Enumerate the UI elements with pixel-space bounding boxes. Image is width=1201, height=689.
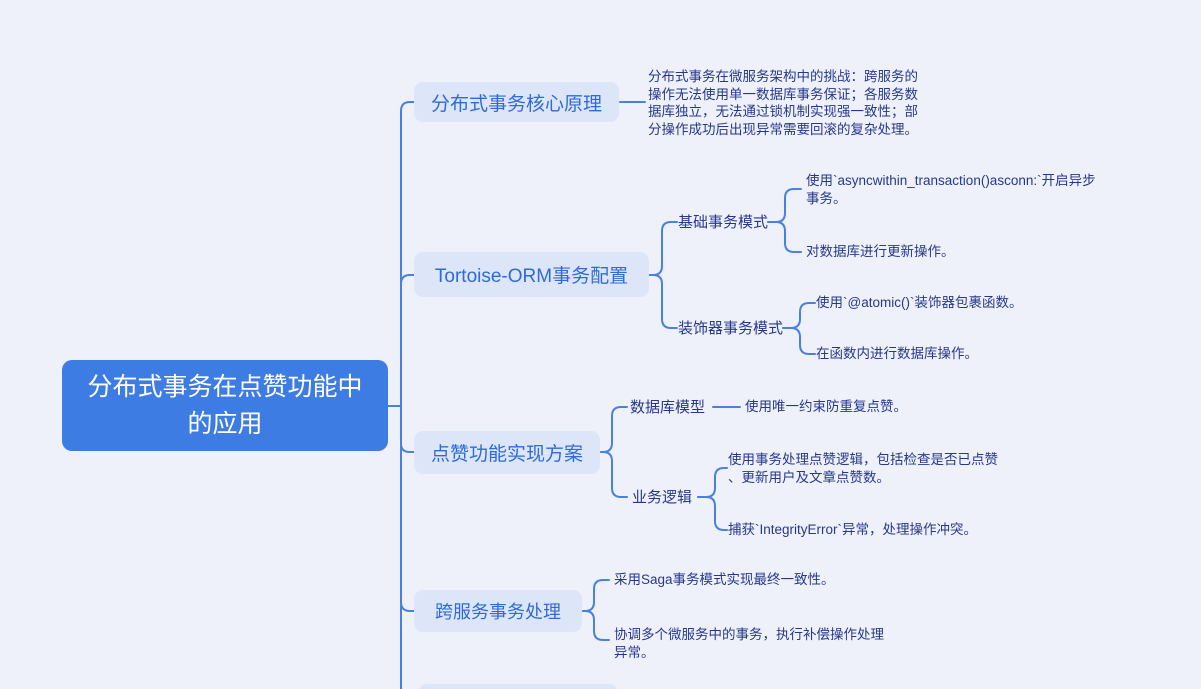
edge-branch4-note1 [582,579,610,612]
edge-sub1-note1 [767,188,802,223]
note-async-transaction[interactable]: 使用`asyncwithin_transaction()asconn:`开启异步… [806,173,1096,206]
edge-branch2-sub1 [648,221,678,276]
branch-node-core-principles[interactable]: 分布式事务核心原理 [414,82,619,122]
edge-sub4-note1 [697,467,728,498]
note-unique-constraint[interactable]: 使用唯一约束防重复点赞。 [745,399,907,414]
edge-trunk-branch3 [400,443,416,453]
note-like-logic[interactable]: 使用事务处理点赞逻辑，包括检查是否已点赞、更新用户及文章点赞数。 [728,452,998,485]
branch-node-like-feature-plan[interactable]: 点赞功能实现方案 [414,431,600,474]
edge-branch3-sub2 [600,451,628,498]
note-db-update[interactable]: 对数据库进行更新操作。 [806,244,955,259]
edge-sub2-note2 [782,327,816,355]
branch-node-cross-service-transactions[interactable]: 跨服务事务处理 [414,590,582,632]
note-core-principles[interactable]: 分布式事务在微服务架构中的挑战：跨服务的操作无法使用单一数据库事务保证；各服务数… [648,69,918,137]
subtopic-database-model[interactable]: 数据库模型 [630,399,706,416]
edge-branch4-note2 [582,610,610,641]
edge-branch3-sub1 [600,406,628,453]
note-saga-pattern[interactable]: 采用Saga事务模式实现最终一致性。 [614,572,835,587]
edge-branch2-sub2 [648,274,678,329]
subtopic-business-logic[interactable]: 业务逻辑 [632,489,693,506]
note-atomic-decorator[interactable]: 使用`@atomic()`装饰器包裹函数。 [816,295,1023,310]
branch-node-tortoise-orm-config[interactable]: Tortoise-ORM事务配置 [414,252,649,297]
edge-sub1-note2 [767,221,802,253]
note-db-ops-in-function[interactable]: 在函数内进行数据库操作。 [816,346,978,361]
edge-trunk-branch1 [400,101,416,689]
edge-trunk-branch4 [400,601,416,612]
subtopic-basic-transaction-mode[interactable]: 基础事务模式 [678,214,769,231]
root-node[interactable]: 分布式事务在点赞功能中的应用 [62,360,388,451]
branch-node-partial-bottom[interactable] [418,684,618,689]
edge-trunk-branch2 [400,274,416,285]
edge-sub2-note1 [782,302,816,329]
edge-sub4-note2 [697,496,728,531]
subtopic-decorator-transaction-mode[interactable]: 装饰器事务模式 [678,320,784,337]
note-compensation-ops[interactable]: 协调多个微服务中的事务，执行补偿操作处理异常。 [614,627,884,660]
note-integrity-error[interactable]: 捕获`IntegrityError`异常，处理操作冲突。 [728,522,978,537]
